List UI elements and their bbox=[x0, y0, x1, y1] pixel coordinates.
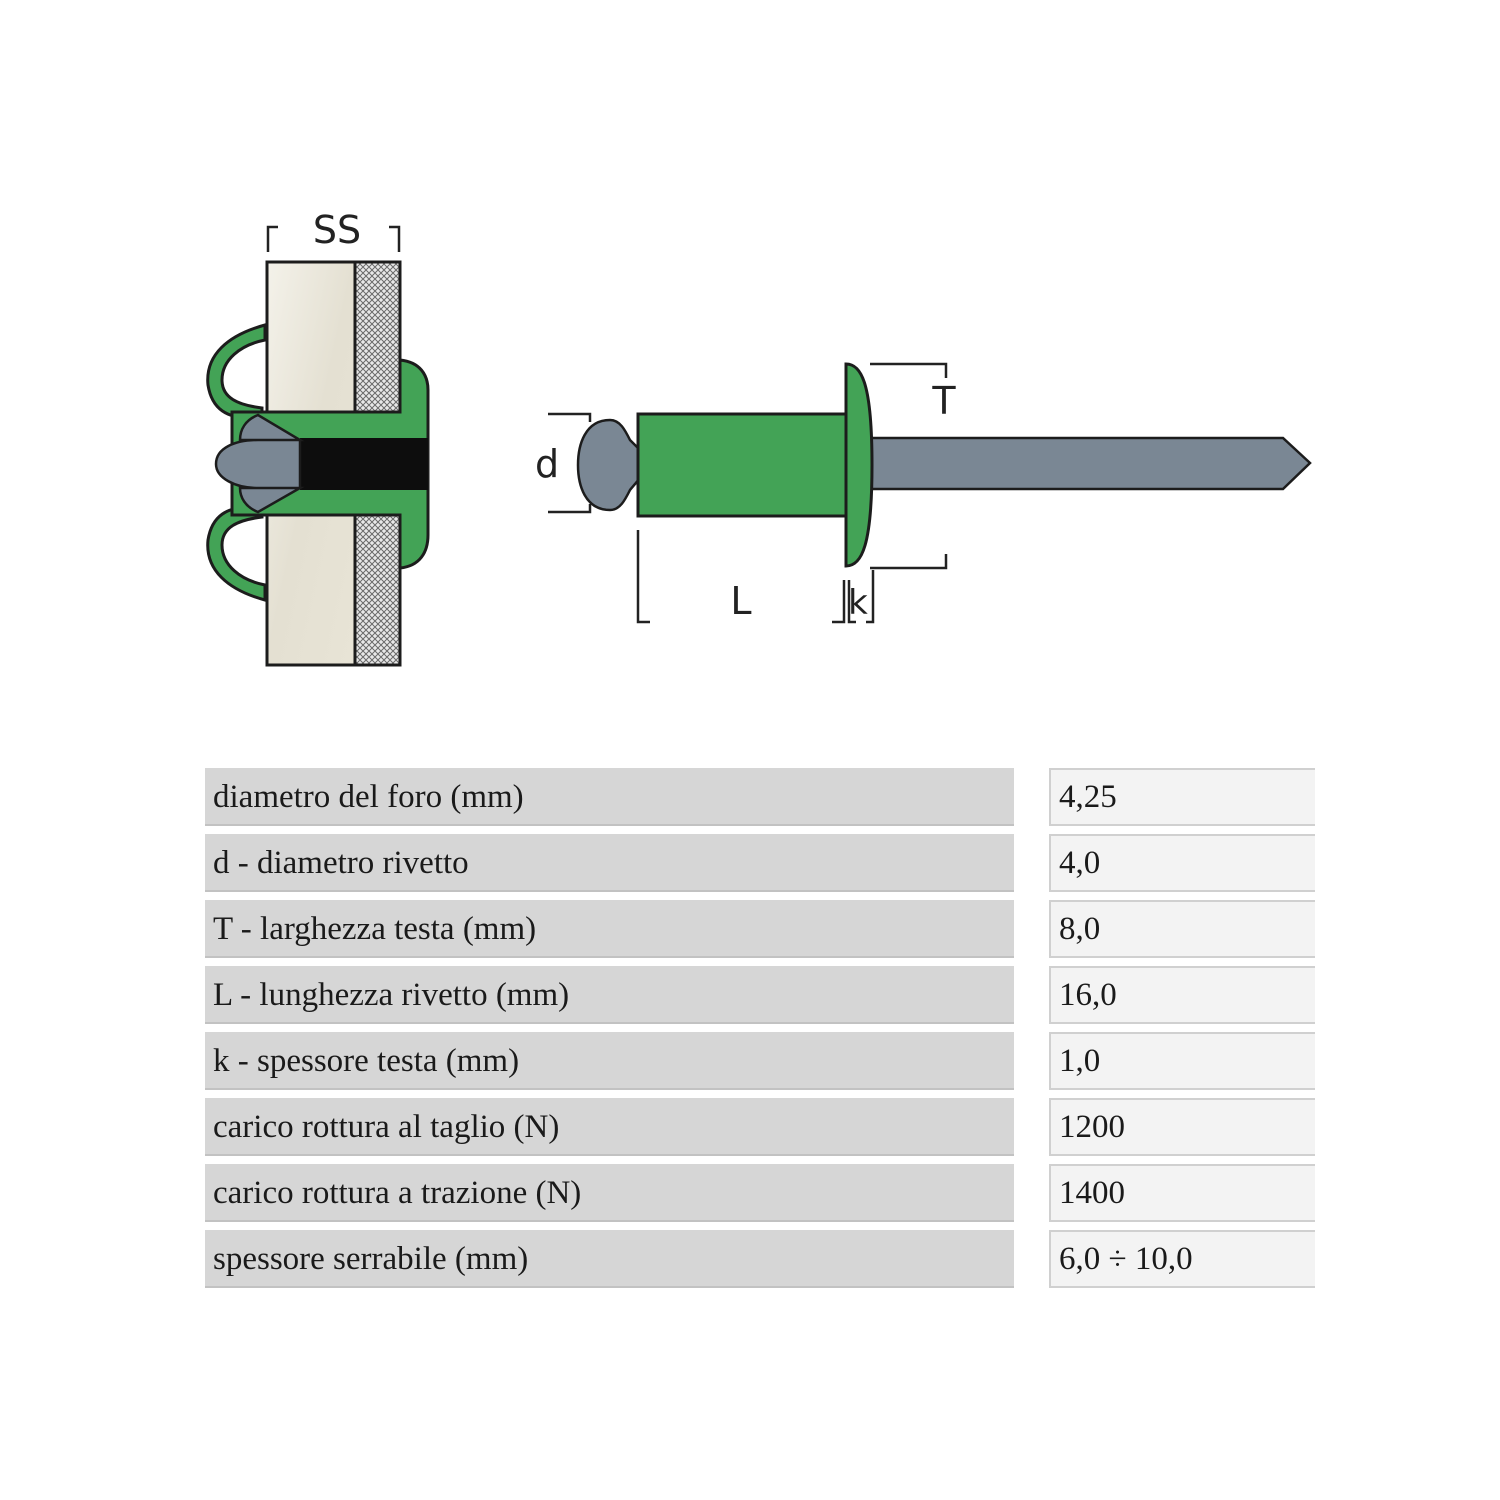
spec-label: T - larghezza testa (mm) bbox=[205, 900, 1014, 958]
rivet-body bbox=[636, 412, 848, 518]
spec-value: 1,0 bbox=[1049, 1032, 1315, 1090]
d-dimension bbox=[548, 412, 592, 514]
rivet-diagram: SS d T bbox=[206, 208, 1312, 667]
spec-value: 6,0 ÷ 10,0 bbox=[1049, 1230, 1315, 1288]
l-label: L bbox=[730, 579, 751, 623]
spec-value: 1200 bbox=[1049, 1098, 1315, 1156]
spec-label: k - spessore testa (mm) bbox=[205, 1032, 1014, 1090]
t-dimension bbox=[870, 362, 948, 570]
spec-value: 16,0 bbox=[1049, 966, 1315, 1024]
rivet-side-view: d T L k bbox=[535, 362, 1312, 624]
spec-value: 8,0 bbox=[1049, 900, 1315, 958]
mandrel-head-installed bbox=[214, 413, 305, 514]
rivet-core bbox=[300, 438, 428, 490]
spec-label: L - lunghezza rivetto (mm) bbox=[205, 966, 1014, 1024]
mandrel-shank bbox=[868, 436, 1312, 491]
l-dimension bbox=[636, 530, 846, 624]
installed-rivet: SS bbox=[206, 208, 430, 667]
rivet-head bbox=[844, 362, 874, 568]
rivet-flare-lower bbox=[206, 505, 267, 602]
spec-label: carico rottura al taglio (N) bbox=[205, 1098, 1014, 1156]
ss-label: SS bbox=[313, 208, 361, 252]
spec-label: d - diametro rivetto bbox=[205, 834, 1014, 892]
spec-label: spessore serrabile (mm) bbox=[205, 1230, 1014, 1288]
spec-label: carico rottura a trazione (N) bbox=[205, 1164, 1014, 1222]
spec-value: 1400 bbox=[1049, 1164, 1315, 1222]
ss-dimension bbox=[266, 225, 401, 252]
spec-value: 4,0 bbox=[1049, 834, 1315, 892]
k-dimension bbox=[847, 570, 875, 624]
mandrel-head bbox=[576, 418, 642, 512]
k-label: k bbox=[848, 583, 868, 623]
spec-label: diametro del foro (mm) bbox=[205, 768, 1014, 826]
spec-value: 4,25 bbox=[1049, 768, 1315, 826]
rivet-flare-upper bbox=[206, 323, 267, 420]
t-label: T bbox=[931, 379, 956, 423]
d-label: d bbox=[535, 442, 559, 486]
